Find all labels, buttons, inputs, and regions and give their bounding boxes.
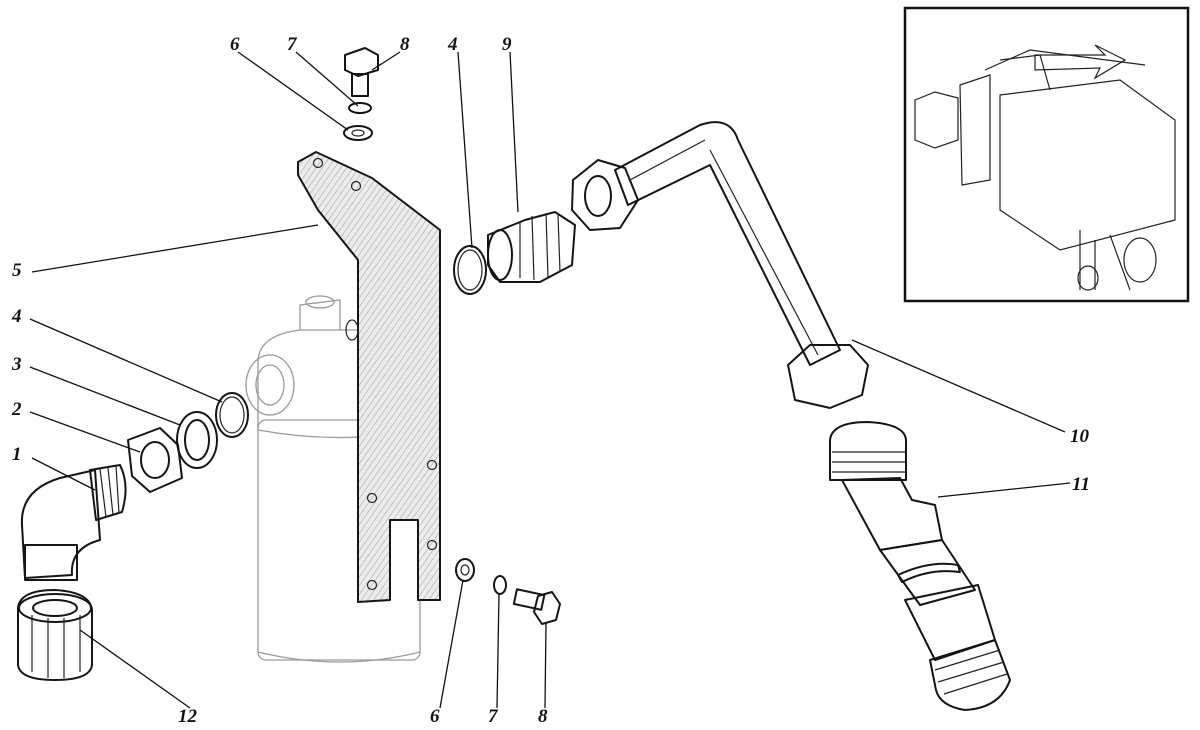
callout-6-bottom: 6 [430, 706, 440, 727]
callout-7-bottom: 7 [488, 706, 499, 727]
leader-lines [29, 51, 1071, 709]
callout-4-right: 4 [447, 34, 458, 55]
callout-8-bottom: 8 [538, 706, 548, 727]
union-nut [17, 589, 93, 681]
callout-11: 11 [1072, 474, 1090, 495]
pipe-assembly [571, 121, 869, 409]
callout-9: 9 [502, 34, 512, 55]
callout-5: 5 [12, 260, 22, 281]
callout-4-left: 4 [11, 306, 22, 327]
callout-7-top: 7 [287, 34, 298, 55]
sealing-washer [176, 411, 218, 469]
callout-2: 2 [11, 399, 22, 420]
mounting-bracket [297, 151, 441, 603]
inset-engine-view [903, 6, 1190, 303]
callout-labels: 1 2 3 4 4 5 6 6 7 7 8 8 9 10 11 12 [11, 34, 1090, 727]
flexible-hose [829, 421, 1011, 711]
callout-1: 1 [12, 444, 22, 465]
elbow-fitting [20, 464, 127, 581]
callout-12: 12 [178, 706, 198, 727]
o-ring-left [215, 392, 249, 438]
callout-8-top: 8 [400, 34, 410, 55]
adapter-fitting [487, 211, 576, 283]
top-bolt-assembly [343, 47, 379, 141]
callout-3: 3 [11, 354, 22, 375]
callout-6-top: 6 [230, 34, 240, 55]
hex-nut [127, 427, 183, 493]
callout-10: 10 [1070, 426, 1090, 447]
o-ring-right [453, 245, 487, 295]
bottom-bolt-assembly [455, 558, 561, 625]
